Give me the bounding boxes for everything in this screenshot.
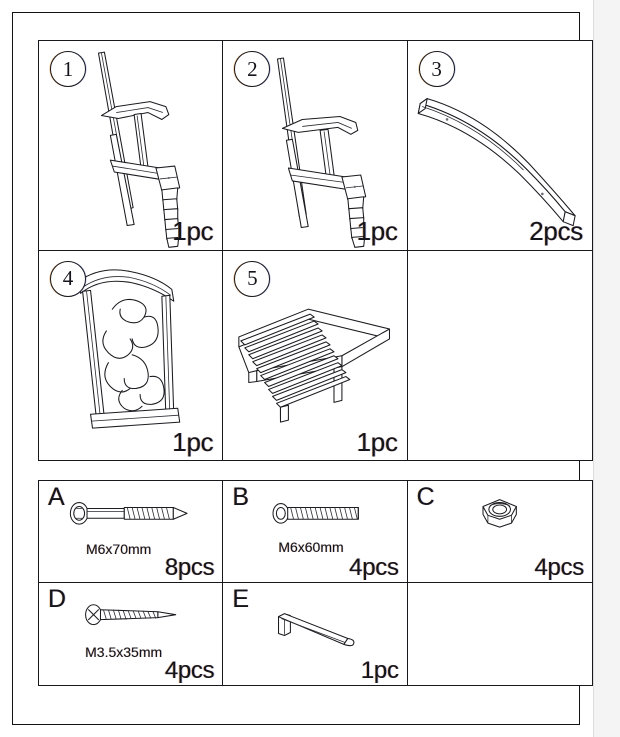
- hardware-cell-a[interactable]: A M6x7: [39, 481, 224, 583]
- hex-nut-icon: [408, 481, 592, 582]
- hardware-letter-a: A: [48, 483, 65, 511]
- chair-side-frame-right-icon: [223, 41, 406, 250]
- hardware-size-a: M6x70mm: [85, 541, 152, 557]
- carved-backrest-panel-icon: [39, 251, 222, 461]
- hardware-cell-d[interactable]: D M3.5x35mm 4pcs: [39, 583, 224, 685]
- part-cell-3[interactable]: 3 2pcs: [407, 41, 592, 251]
- hardware-quantity-b: 4pcs: [349, 553, 399, 581]
- hex-socket-bolt-long-icon: [39, 481, 222, 582]
- hardware-quantity-e: 1pc: [360, 656, 399, 684]
- hardware-quantity-d: 4pcs: [164, 656, 215, 684]
- chair-side-frame-left-icon: [39, 41, 222, 250]
- hardware-cell-b[interactable]: B M6x60mm 4pcs: [223, 481, 408, 583]
- hex-socket-bolt-short-icon: [223, 481, 406, 582]
- hardware-cell-e[interactable]: E 1pc: [223, 583, 408, 685]
- hardware-letter-d: D: [48, 585, 67, 613]
- hardware-size-d: M3.5x35mm: [85, 644, 163, 660]
- part-quantity-3: 2pcs: [529, 216, 583, 247]
- allen-key-icon: [223, 583, 406, 685]
- parts-list-table: 1: [38, 40, 593, 461]
- page-edge-strip: [593, 0, 620, 737]
- hardware-letter-e: E: [232, 585, 250, 613]
- phillips-wood-screw-icon: [39, 583, 222, 685]
- hardware-quantity-a: 8pcs: [164, 553, 215, 581]
- hardware-list-table: A M6x7: [38, 480, 593, 686]
- part-quantity-2: 1pc: [356, 216, 398, 247]
- part-number-badge-4: 4: [50, 260, 86, 297]
- part-number-badge-2: 2: [234, 51, 271, 87]
- part-cell-2[interactable]: 2: [223, 41, 408, 251]
- slatted-seat-frame-icon: [223, 251, 406, 461]
- part-cell-1[interactable]: 1: [39, 41, 224, 251]
- hardware-letter-c: C: [416, 483, 435, 511]
- part-number-badge-5: 5: [234, 260, 271, 297]
- instruction-sheet: 1: [12, 12, 593, 725]
- part-quantity-5: 1pc: [356, 426, 398, 457]
- hardware-cell-empty: [408, 583, 592, 685]
- hardware-cell-c[interactable]: C 4pcs: [407, 481, 592, 583]
- hardware-letter-b: B: [232, 483, 250, 511]
- hardware-size-b: M6x60mm: [278, 539, 344, 555]
- part-cell-empty: [408, 251, 592, 461]
- part-cell-5[interactable]: 5: [223, 250, 408, 461]
- part-number-badge-3: 3: [418, 51, 455, 87]
- curved-rail-icon: [408, 41, 592, 250]
- part-quantity-1: 1pc: [172, 216, 214, 247]
- part-quantity-4: 1pc: [172, 426, 214, 457]
- part-number-badge-1: 1: [50, 51, 86, 87]
- part-cell-4[interactable]: 4: [39, 250, 224, 461]
- hardware-quantity-c: 4pcs: [534, 553, 584, 581]
